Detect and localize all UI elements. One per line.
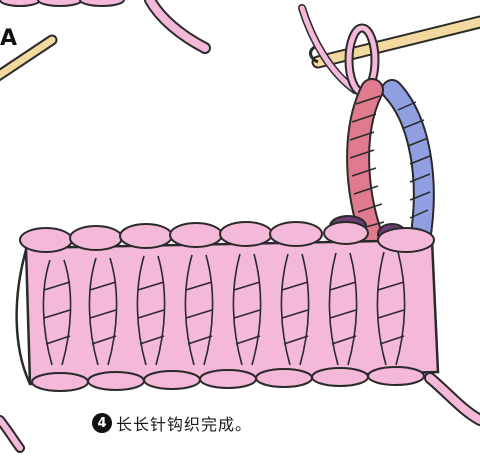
- step-number-badge: 4: [92, 413, 112, 433]
- stitch-fabric: [17, 222, 438, 391]
- corner-mark: A: [0, 26, 17, 51]
- blue-stitch-column: [392, 90, 430, 240]
- caption-text: 长长针钩织完成。: [116, 411, 252, 435]
- step-caption: 4 长长针钩织完成。: [92, 411, 252, 435]
- crochet-hook: [311, 22, 480, 62]
- top-loops: [0, 0, 124, 6]
